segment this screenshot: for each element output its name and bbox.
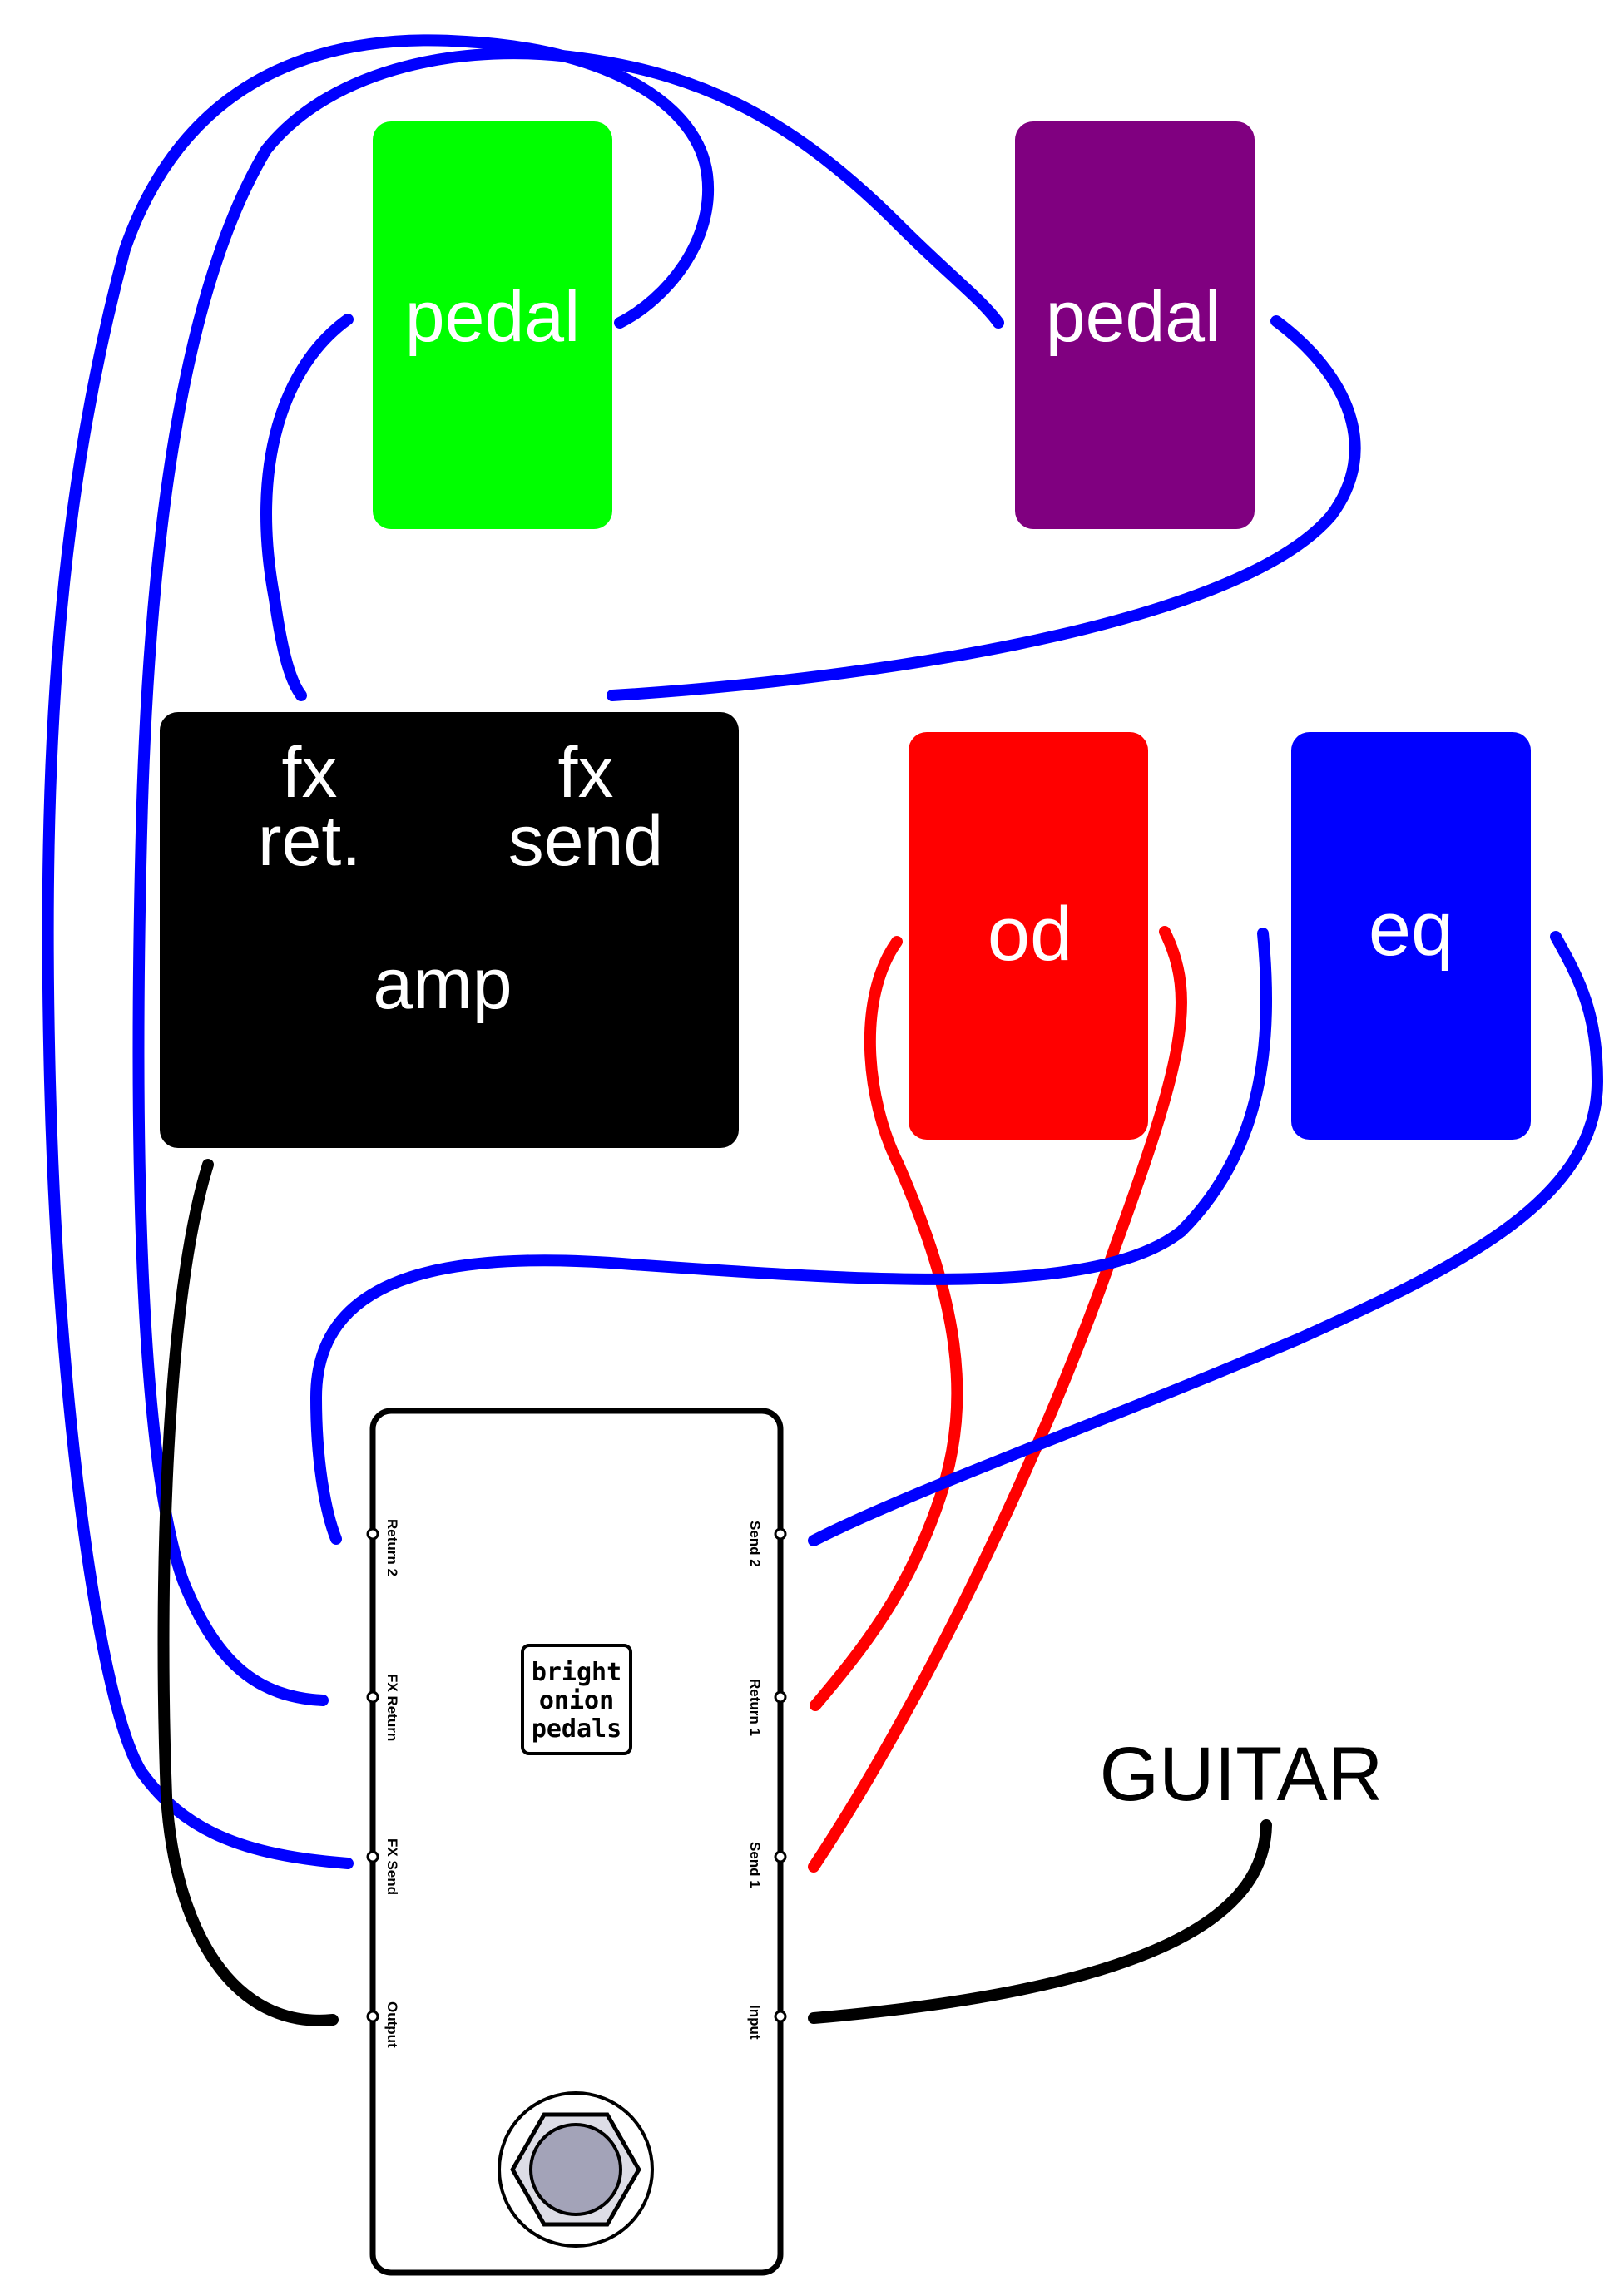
jack-label-output: Output — [384, 2001, 400, 2048]
jack-label-return-1: Return 1 — [747, 1679, 763, 1736]
jack-label-send-2: Send 2 — [747, 1521, 763, 1567]
amp: fx ret. fx send amp — [160, 712, 739, 1148]
jack-fx-return[interactable] — [366, 1690, 379, 1704]
logo-line-1: bright — [532, 1658, 621, 1687]
jack-label-input: Input — [747, 2005, 763, 2040]
pedal-right-label: pedal — [1046, 277, 1220, 357]
pedal-right: pedal — [1015, 121, 1255, 529]
jack-return-1[interactable] — [774, 1690, 787, 1704]
cables — [42, 34, 1603, 2026]
jack-fx-send[interactable] — [366, 1850, 379, 1863]
cable-eq-to-return2 — [310, 928, 1272, 1545]
jack-send-2[interactable] — [774, 1527, 787, 1541]
bright-onion-logo: bright onion pedals — [521, 1644, 632, 1755]
cable-send1-to-od — [808, 926, 1187, 1873]
cable-pedal-left-to-amp-return — [260, 314, 354, 701]
switcher-pedal: Return 2 FX Return FX Send Output Send 2… — [366, 1408, 787, 2276]
amp-fx-send-label-line2: send — [508, 801, 664, 881]
cable-pedal-right-to-amp-send — [607, 315, 1361, 701]
logo-line-3: pedals — [532, 1714, 621, 1744]
cable-send2-to-eq — [808, 931, 1603, 1546]
od-label: od — [988, 892, 1072, 977]
amp-fx-return-label-line2: ret. — [258, 801, 361, 881]
amp-label: amp — [373, 944, 512, 1024]
jack-label-fx-send: FX Send — [384, 1838, 400, 1895]
jack-output[interactable] — [366, 2010, 379, 2023]
logo-line-2: onion — [539, 1686, 614, 1715]
pedal-left-label: pedal — [405, 277, 580, 357]
cable-od-to-return1 — [810, 936, 963, 1711]
guitar-label: GUITAR — [1100, 1732, 1384, 1817]
amp-fx-return-label-line1: fx — [282, 733, 338, 813]
jack-return-2[interactable] — [366, 1527, 379, 1541]
jack-label-fx-return: FX Return — [384, 1674, 400, 1741]
footswitch-icon[interactable] — [498, 2091, 654, 2248]
jack-input[interactable] — [774, 2010, 787, 2023]
od-pedal: od — [909, 732, 1148, 1140]
cable-fxsend-to-pedal-left — [42, 34, 715, 1869]
pedal-left: pedal — [373, 121, 612, 529]
cable-guitar-to-input — [808, 1819, 1272, 2024]
jack-send-1[interactable] — [774, 1850, 787, 1863]
eq-pedal: eq — [1291, 732, 1531, 1140]
amp-fx-send-label-line1: fx — [558, 733, 614, 813]
cable-amp-to-output — [157, 1159, 339, 2026]
eq-label: eq — [1369, 887, 1453, 972]
jack-label-send-1: Send 1 — [747, 1842, 763, 1888]
jack-label-return-2: Return 2 — [384, 1519, 400, 1576]
